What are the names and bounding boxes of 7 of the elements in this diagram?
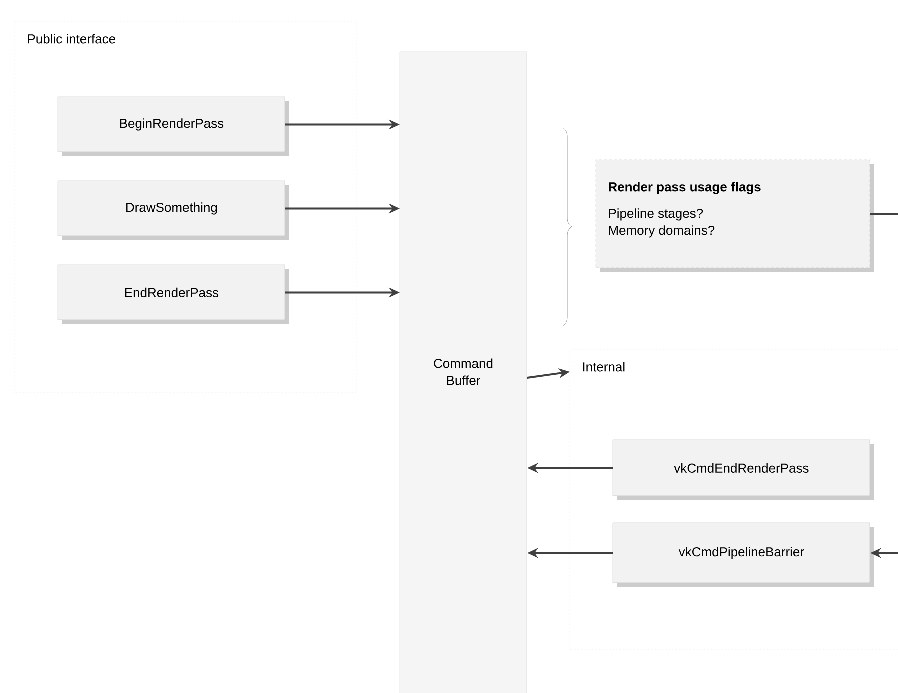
function-box: BeginRenderPass <box>58 97 289 156</box>
note-box: Render pass usage flags Pipeline stages? Memory domains? <box>596 160 874 272</box>
function-box: vkCmdEndRenderPass <box>613 440 874 500</box>
command-buffer-bar: Command Buffer <box>400 52 528 693</box>
function-box: EndRenderPass <box>58 265 289 324</box>
function-box: vkCmdPipelineBarrier <box>613 523 874 587</box>
function-box: DrawSomething <box>58 181 289 240</box>
